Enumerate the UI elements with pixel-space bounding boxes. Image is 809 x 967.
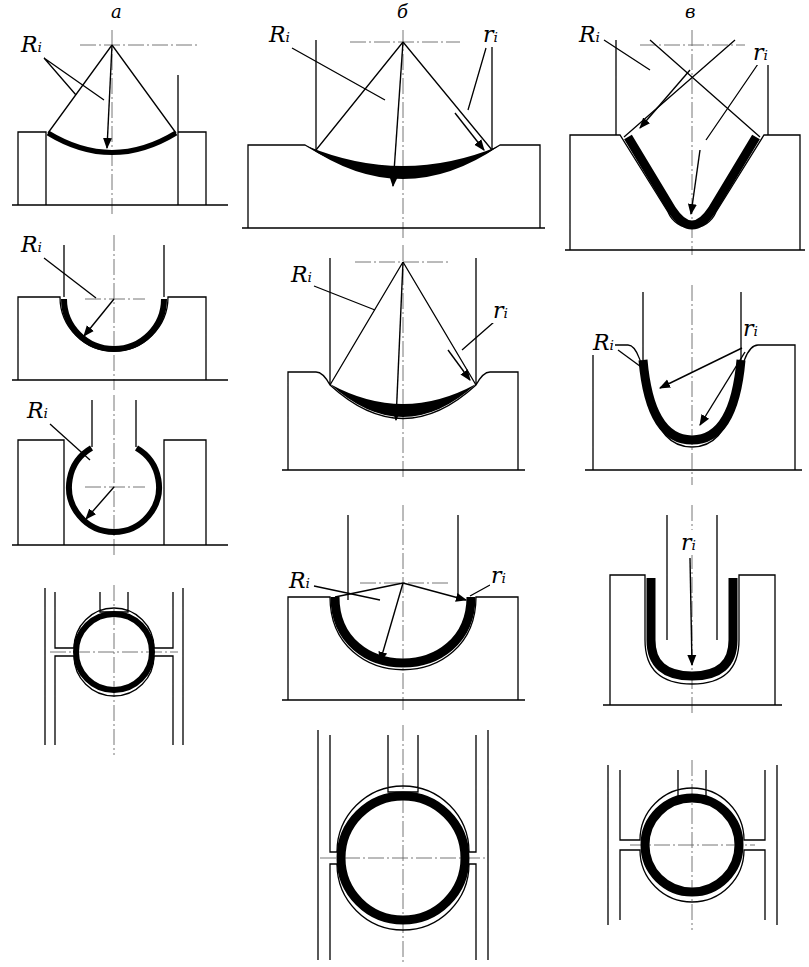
drawing-line (603, 515, 782, 705)
drawing-line (608, 765, 777, 925)
drawing-line (448, 350, 470, 380)
drawing-line (282, 245, 525, 480)
drawing-line (585, 292, 802, 470)
drawing-line (314, 286, 494, 350)
radius-label: Rᵢ (578, 22, 601, 47)
column-letter: в (684, 2, 696, 23)
drawing-line (282, 258, 525, 470)
drawing-line (341, 796, 465, 920)
drawing-line (80, 30, 200, 215)
drawing-line (12, 30, 228, 215)
drawing-line (282, 505, 525, 710)
radius-label: Rᵢ (20, 32, 43, 57)
radius-label: Rᵢ (26, 398, 49, 423)
drawing-line (455, 113, 484, 150)
drawing-line (335, 597, 471, 663)
drawing-line (242, 40, 545, 228)
radius-label: Rᵢ (290, 262, 313, 287)
drawing-line (76, 614, 152, 690)
drawing-line (12, 395, 228, 555)
drawing-line (335, 583, 403, 597)
drawing-line (69, 448, 159, 532)
drawing-line (565, 40, 805, 250)
drawing-line (700, 352, 745, 425)
radius-label: Rᵢ (592, 330, 615, 355)
drawing-line (84, 299, 114, 336)
drawing-line (12, 235, 228, 390)
radius-label: rᵢ (482, 22, 499, 47)
drawing-line (50, 424, 90, 460)
drawing-line (44, 58, 104, 100)
drawing-line (242, 30, 545, 240)
drawing-line (318, 725, 488, 965)
drawing-line (690, 558, 692, 665)
drawing-line (645, 798, 739, 892)
drawing-line (282, 515, 525, 700)
drawing-line (692, 285, 693, 485)
drawing-line (396, 262, 403, 420)
drawing-line (640, 70, 690, 128)
radius-label: rᵢ (490, 563, 507, 588)
radius-label: Rᵢ (268, 22, 291, 47)
drawing-line (585, 285, 802, 485)
drawing-line (48, 133, 176, 153)
drawing-line (316, 42, 492, 150)
drawing-line (314, 585, 490, 600)
drawing-line (320, 725, 486, 965)
drawing-line (85, 235, 145, 390)
radius-label: rᵢ (680, 530, 697, 555)
drawing-line (12, 75, 228, 205)
column-letter: б (396, 2, 409, 23)
drawing-line (565, 30, 805, 255)
column-letter: а (110, 2, 123, 23)
drawing-line (45, 588, 183, 745)
drawing-line (608, 760, 777, 930)
drawing-line (628, 137, 756, 225)
radius-label: rᵢ (492, 298, 509, 323)
drawing-line (350, 30, 460, 240)
radius-label: Rᵢ (20, 232, 43, 257)
drawing-line (355, 245, 450, 480)
drawing-line (380, 583, 403, 662)
radius-label: rᵢ (742, 316, 759, 341)
drawing-line (64, 299, 164, 349)
drawing-line (330, 384, 476, 417)
drawing-line (44, 258, 96, 298)
drawing-line (604, 40, 758, 140)
drawing-line (307, 146, 499, 179)
drawing-line (403, 583, 466, 600)
drawing-line (292, 48, 486, 110)
drawing-line (660, 348, 742, 388)
drawing-line (360, 505, 450, 710)
drawing-line (12, 245, 228, 380)
radius-label: Rᵢ (288, 568, 311, 593)
drawing-line (330, 262, 476, 385)
drawing-line (618, 350, 648, 372)
drawing-line (50, 585, 178, 755)
drawing-line (603, 505, 782, 715)
drawing-line (630, 760, 755, 930)
drawing-line (107, 45, 112, 148)
drawing-line (318, 730, 488, 960)
drawing-line (393, 42, 403, 186)
drawing-line (691, 150, 700, 214)
radius-label: rᵢ (752, 40, 769, 65)
drawing-line (86, 487, 114, 519)
drawing-line (45, 585, 183, 755)
